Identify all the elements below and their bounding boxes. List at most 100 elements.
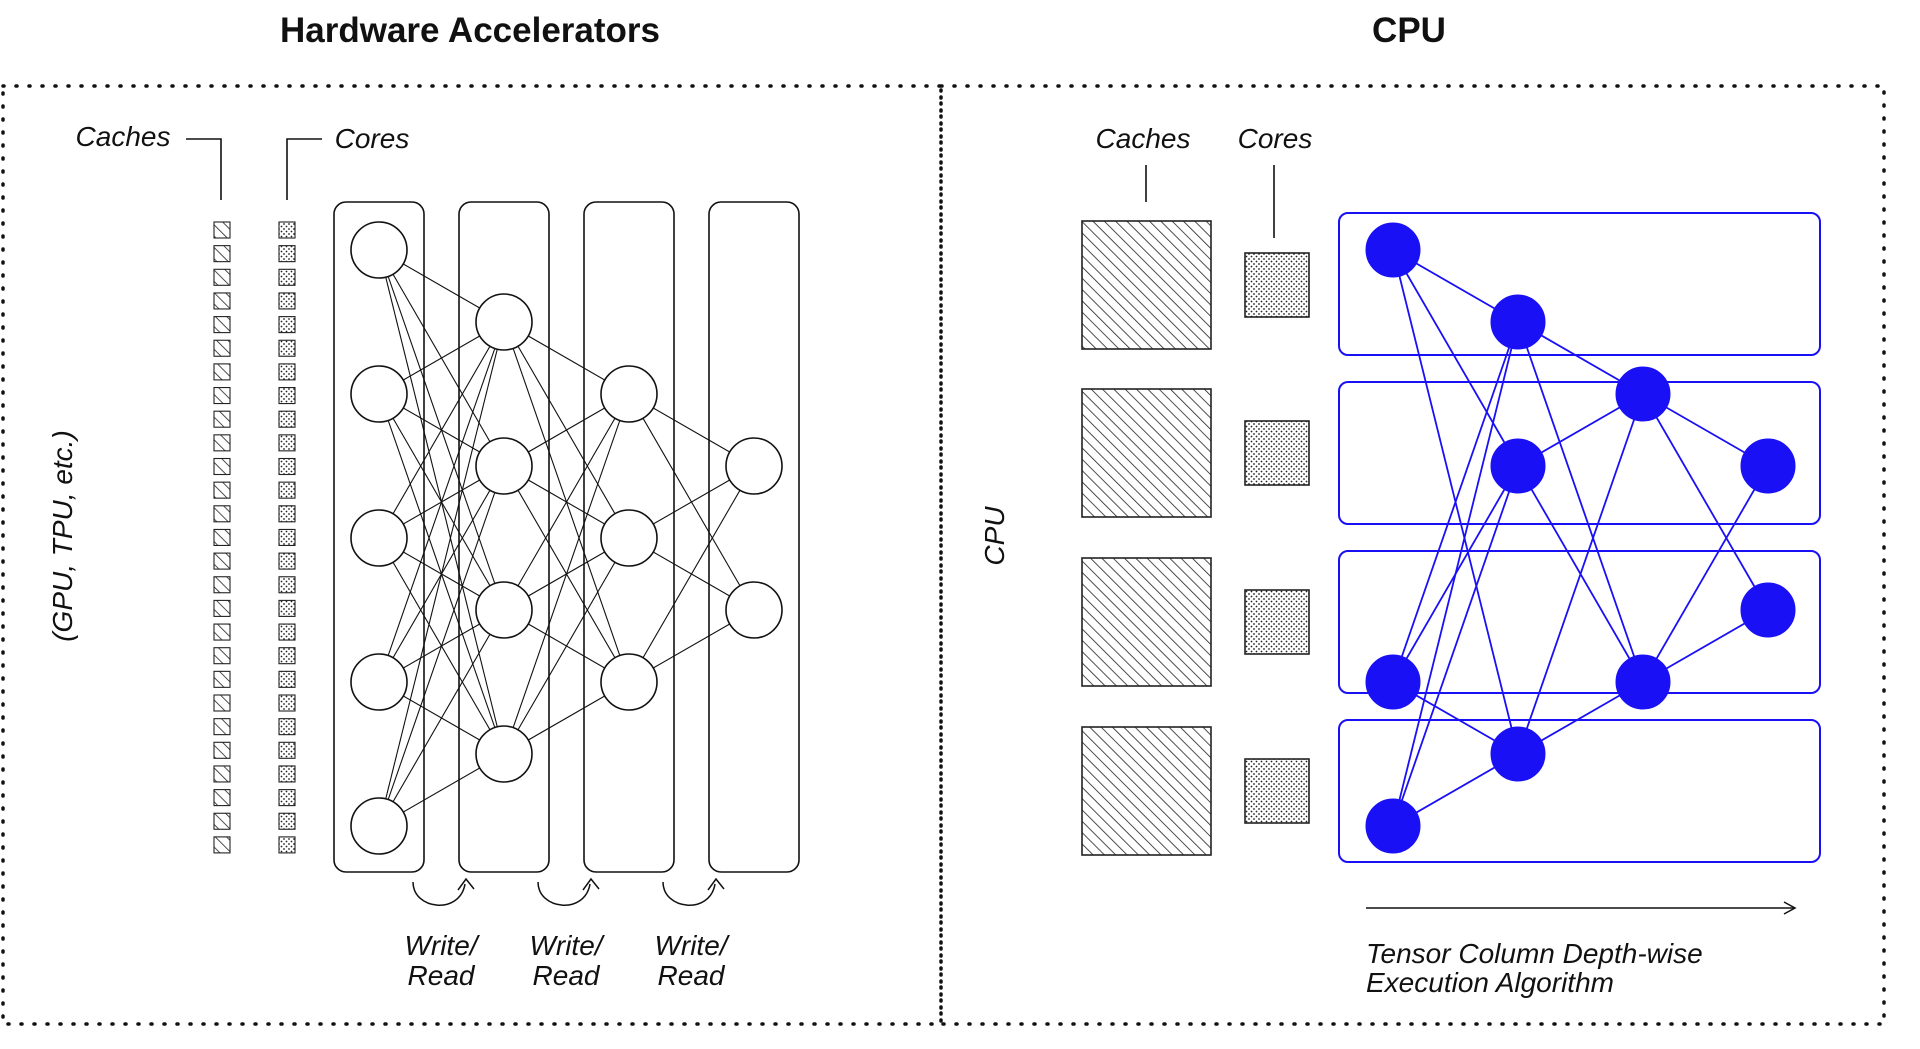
loop-arrowhead-icon (707, 877, 725, 891)
network-edge (1392, 321, 1519, 683)
core-cell (278, 528, 296, 547)
cache-block (1081, 726, 1212, 856)
network-node (350, 365, 408, 423)
core-block (1244, 252, 1310, 318)
row-box (1338, 381, 1821, 525)
network-node (350, 797, 408, 855)
network-node (600, 509, 658, 567)
cache-cell (213, 410, 231, 428)
network-node (1615, 366, 1671, 422)
core-cell (278, 268, 296, 286)
right-cores-label: Cores (1238, 123, 1313, 154)
algorithm-label-line1: Tensor Column Depth-wise (1366, 938, 1703, 969)
accelerator-types-label: (GPU, TPU, etc.) (47, 430, 78, 642)
core-block (1244, 420, 1310, 486)
cache-cell (213, 505, 231, 523)
network-node (1490, 726, 1546, 782)
right-network-nodes (1365, 222, 1796, 854)
transition-1: Write/ Read (404, 877, 481, 991)
transition-label-line1: Write/ (529, 930, 605, 961)
right-panel-border (939, 84, 1886, 1026)
core-cell (278, 292, 296, 310)
right-network-edges (1392, 249, 1769, 827)
core-cell (278, 647, 296, 665)
loop-arrowhead-icon (582, 877, 600, 891)
cache-cell (213, 670, 231, 688)
core-cell (278, 741, 296, 759)
right-panel-title: CPU (1372, 11, 1446, 50)
cache-cell (213, 836, 231, 854)
right-caches-label: Caches (1096, 123, 1191, 154)
network-edge (378, 609, 505, 827)
core-cell (278, 765, 296, 783)
left-panel-border (1, 84, 943, 1026)
cache-cell (213, 268, 231, 286)
cache-cell (213, 718, 231, 736)
network-edge (1642, 465, 1769, 683)
core-cell (278, 599, 296, 617)
cache-cell (213, 316, 231, 334)
cache-cell (213, 812, 231, 830)
network-edge (1517, 393, 1644, 755)
core-cell (278, 339, 296, 357)
transition-label-line1: Write/ (654, 930, 730, 961)
network-node (725, 437, 783, 495)
row-box (1338, 212, 1821, 356)
left-network-edges (378, 249, 755, 827)
cache-cell (213, 599, 231, 617)
network-edge (1392, 465, 1519, 827)
transition-label-line2: Read (533, 960, 601, 991)
network-node (475, 437, 533, 495)
layer-box (333, 201, 425, 873)
transition-label-line2: Read (658, 960, 726, 991)
network-edge (1392, 249, 1519, 467)
loop-arrow-icon (412, 881, 466, 906)
transition-3: Write/ Read (654, 877, 731, 991)
row-box (1338, 719, 1821, 863)
cache-cell (213, 292, 231, 310)
core-block (1244, 589, 1310, 655)
core-cell (278, 363, 296, 381)
cache-block (1081, 388, 1212, 518)
core-cell (278, 457, 296, 476)
core-cell (278, 552, 296, 570)
cpu-side-label: CPU (979, 506, 1010, 566)
cache-cell (213, 339, 231, 357)
network-edge (503, 393, 630, 611)
cache-cell (213, 623, 231, 641)
network-edge (1642, 393, 1769, 611)
network-node (1740, 582, 1796, 638)
transition-label-line1: Write/ (404, 930, 480, 961)
network-node (350, 221, 408, 279)
network-edge (378, 321, 505, 539)
network-edge (1392, 321, 1519, 827)
core-cell (278, 623, 296, 641)
core-cell (278, 410, 296, 428)
core-cell (278, 812, 296, 830)
loop-arrow-icon (537, 881, 591, 906)
cache-cell (213, 694, 231, 712)
row-box (1338, 550, 1821, 694)
left-panel-title: Hardware Accelerators (280, 11, 660, 50)
network-edge (503, 537, 630, 755)
network-node (475, 725, 533, 783)
left-cores-label: Cores (335, 123, 410, 154)
core-cell (278, 670, 296, 688)
cache-cell (213, 434, 231, 452)
core-cell (278, 576, 296, 594)
network-node (475, 581, 533, 639)
layer-box (708, 201, 800, 873)
left-caches-leader (186, 138, 222, 200)
core-cell (278, 836, 296, 854)
network-edge (628, 465, 755, 683)
cache-cell (213, 765, 231, 783)
cache-cell (213, 528, 231, 547)
left-caches-label: Caches (76, 121, 171, 152)
cache-cell (213, 741, 231, 759)
cache-block (1081, 220, 1212, 350)
cache-block (1081, 557, 1212, 687)
network-edge (503, 393, 630, 755)
core-cell (278, 245, 296, 263)
cache-cell (213, 789, 231, 807)
